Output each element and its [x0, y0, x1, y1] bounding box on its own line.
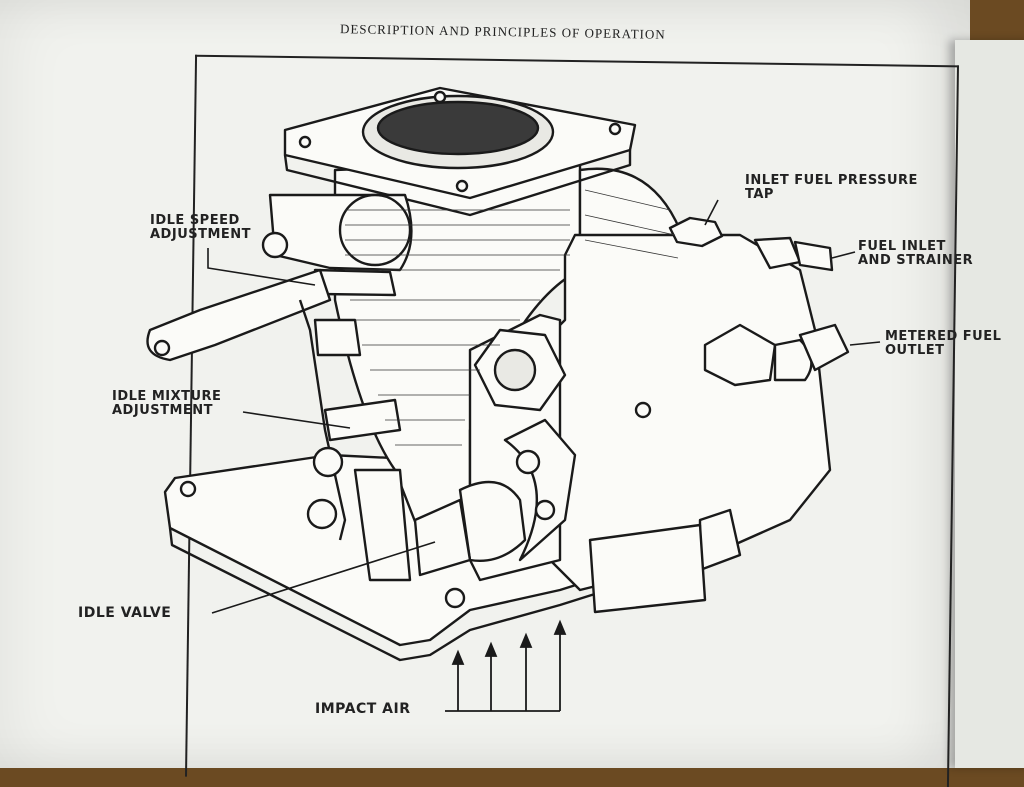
label-impact-air: IMPACT AIR [315, 701, 411, 717]
carburetor-illustration [146, 86, 881, 712]
metered-outlet-fitting [703, 323, 777, 387]
label-idle-mixture-adjustment: IDLE MIXTURE ADJUSTMENT [112, 389, 222, 418]
next-page-edge [955, 40, 1024, 768]
inlet-pressure-tap [668, 216, 724, 248]
label-idle-valve: IDLE VALVE [78, 605, 172, 621]
label-fuel-inlet-and-strainer: FUEL INLET AND STRAINER [858, 239, 974, 268]
label-idle-speed-adjustment: IDLE SPEED ADJUSTMENT [150, 213, 252, 242]
impact-air-arrows [445, 619, 567, 712]
idle-mixture-block [353, 468, 412, 582]
label-metered-fuel-outlet: METERED FUEL OUTLET [885, 329, 1002, 358]
idle-valve-assembly [458, 480, 527, 562]
label-inlet-fuel-pressure-tap: INLET FUEL PRESSURE TAP [745, 173, 918, 202]
idle-lever-arm [146, 268, 332, 362]
